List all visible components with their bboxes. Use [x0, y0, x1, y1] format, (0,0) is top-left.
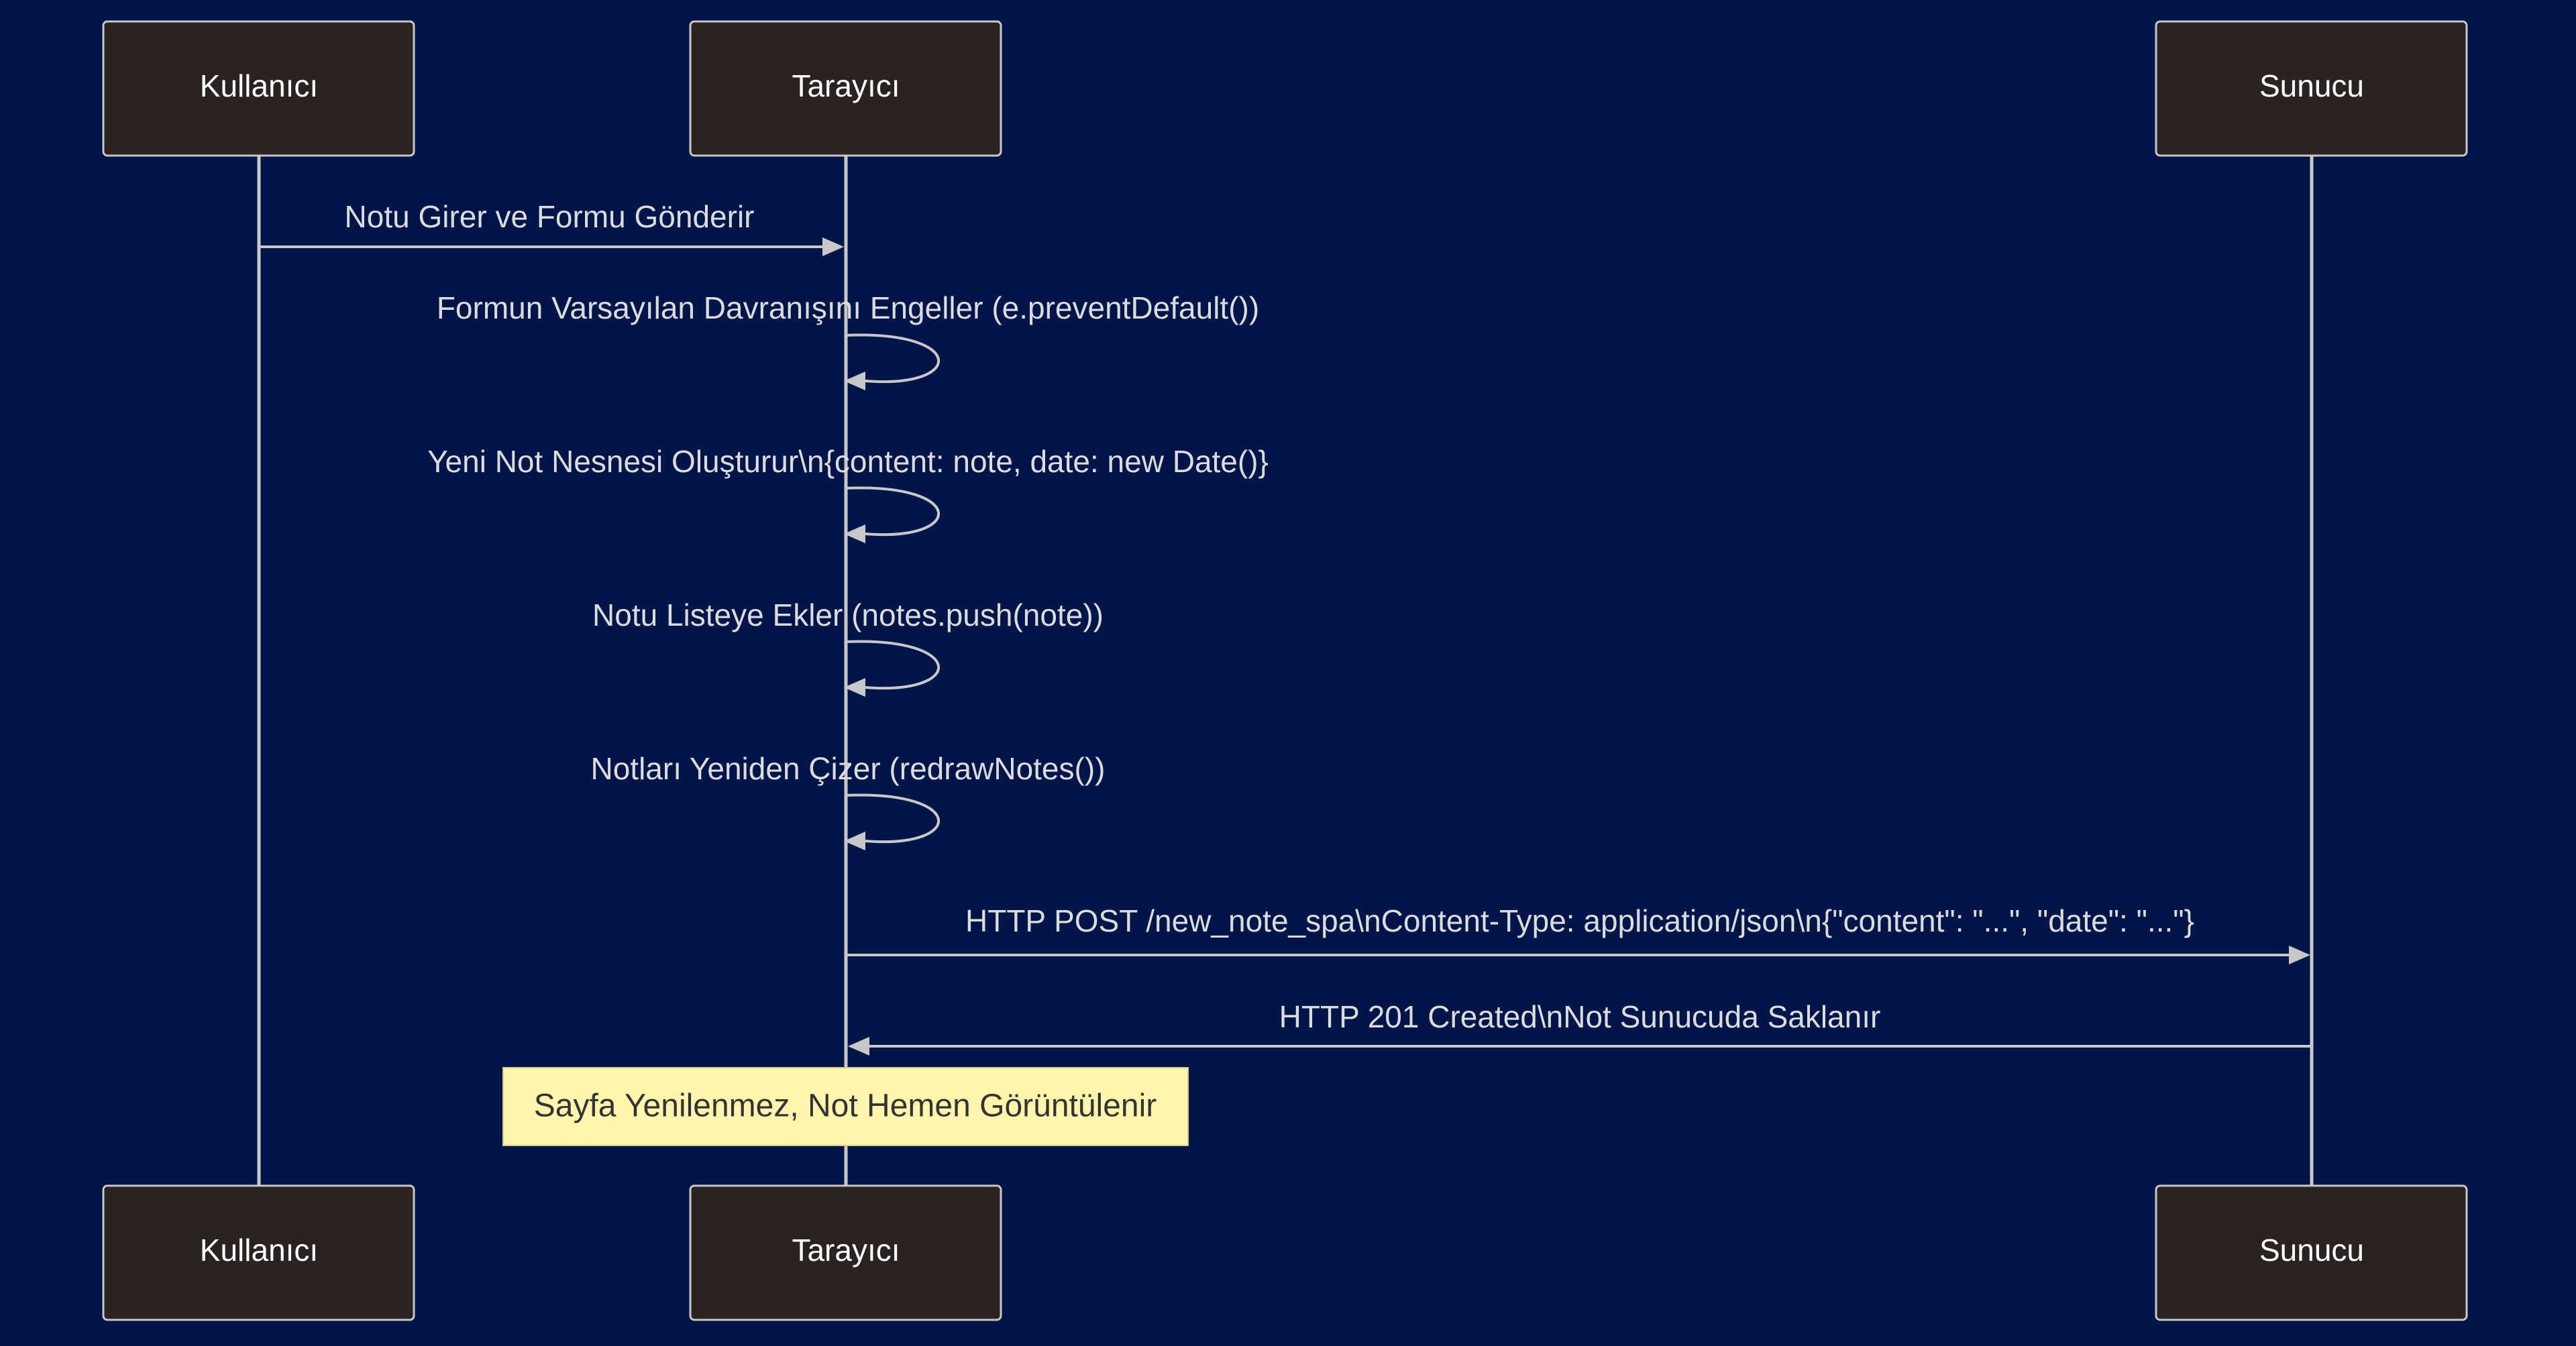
note-text: Sayfa Yenilenmez, Not Hemen Görüntülenir — [534, 1088, 1157, 1124]
actor-top-browser: Tarayıcı — [689, 20, 1002, 157]
message-label: Yeni Not Nesnesi Oluşturur\n{content: no… — [427, 444, 1269, 479]
message-redraw-notes: Notları Yeniden Çizer (redrawNotes()) — [591, 751, 1106, 850]
message-push-note: Notu Listeye Ekler (notes.push(note)) — [592, 598, 1104, 697]
message-http-post: HTTP POST /new_note_spa\nContent-Type: a… — [846, 903, 2310, 964]
actor-top-user: Kullanıcı — [102, 20, 415, 157]
message-prevent-default: Formun Varsayılan Davranışını Engeller (… — [437, 290, 1259, 390]
message-label: Formun Varsayılan Davranışını Engeller (… — [437, 290, 1259, 325]
actor-label: Sunucu — [2259, 68, 2364, 103]
message-label: HTTP 201 Created\nNot Sunucuda Saklanır — [1279, 999, 1881, 1034]
actor-label: Tarayıcı — [792, 68, 900, 103]
actor-top-server: Sunucu — [2155, 20, 2468, 157]
arrowhead-right-icon — [822, 237, 844, 256]
actor-bottom-browser: Tarayıcı — [689, 1184, 1002, 1321]
actor-label: Kullanıcı — [200, 1233, 318, 1268]
actor-bottom-server: Sunucu — [2155, 1184, 2468, 1321]
self-loop-arrow — [845, 793, 941, 844]
arrowhead-left-icon — [844, 524, 865, 543]
self-loop-arrow — [845, 640, 941, 690]
message-label: Notu Listeye Ekler (notes.push(note)) — [592, 598, 1104, 632]
message-label: Notu Girer ve Formu Gönderir — [345, 199, 755, 234]
arrowhead-left-icon — [844, 678, 865, 697]
arrowhead-left-icon — [848, 1037, 869, 1056]
arrowhead-right-icon — [2289, 946, 2310, 964]
message-http-201: HTTP 201 Created\nNot Sunucuda Saklanır — [848, 999, 2312, 1056]
message-submit-form: Notu Girer ve Formu Gönderir — [259, 199, 844, 256]
arrowhead-left-icon — [844, 372, 865, 390]
arrowhead-left-icon — [844, 832, 865, 850]
self-loop-arrow — [845, 486, 941, 537]
actor-label: Kullanıcı — [200, 68, 318, 103]
self-loop-arrow — [845, 333, 941, 384]
note-over-browser: Sayfa Yenilenmez, Not Hemen Görüntülenir — [502, 1067, 1189, 1146]
message-create-note-object: Yeni Not Nesnesi Oluşturur\n{content: no… — [427, 444, 1269, 543]
actor-label: Sunucu — [2259, 1233, 2364, 1268]
message-label: HTTP POST /new_note_spa\nContent-Type: a… — [965, 903, 2194, 938]
actor-bottom-user: Kullanıcı — [102, 1184, 415, 1321]
message-label: Notları Yeniden Çizer (redrawNotes()) — [591, 751, 1106, 786]
actor-label: Tarayıcı — [792, 1233, 900, 1268]
